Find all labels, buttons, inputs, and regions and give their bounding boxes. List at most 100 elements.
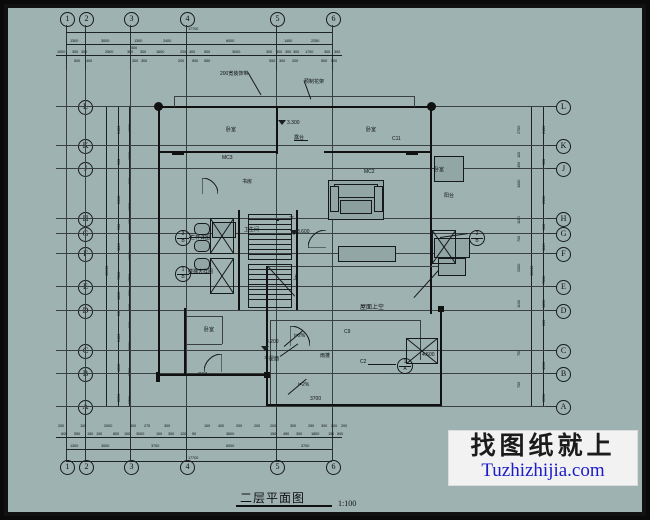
dim-chain-top-2 [66, 44, 332, 45]
dim-top4-1: 400 [86, 58, 93, 63]
grid-line-top-4 [186, 25, 187, 70]
dim-right-overall: 19600 [529, 265, 534, 276]
wall-right-mid [430, 222, 432, 314]
dim-chain-top-overall [66, 32, 332, 33]
grid-bubble-right-F[interactable]: F [556, 247, 571, 262]
dim-top2-3: 2400 [163, 38, 172, 43]
grid-bubble-top-3[interactable]: 3 [124, 12, 139, 27]
detail-callout-4[interactable]: 1 A [397, 358, 413, 374]
anno-door-mc2: MC2 [364, 169, 375, 175]
dim-bot2-4: 3700 [301, 443, 310, 448]
grid-line-bottom-5 [276, 408, 277, 460]
dim-bot3-12: 150 [270, 431, 277, 436]
dim-bot3-3: 100 [96, 431, 103, 436]
dim-top2-5: 1450 [284, 38, 293, 43]
dim-right3-3: 1000 [516, 179, 521, 188]
dim-top4-9: 200 [292, 58, 299, 63]
dim-top4-0: 500 [74, 58, 81, 63]
watermark-domain: Tuzhizhijia.com [481, 460, 605, 481]
dim-top3-8: 200 [180, 49, 187, 54]
grid-bubble-right-L[interactable]: L [556, 100, 571, 115]
anno-bedroom-4: 卧室 [434, 167, 445, 173]
detail-callout-3-top: 2 [475, 231, 479, 237]
grid-line-bottom-2 [85, 408, 86, 460]
grid-bubble-top-1[interactable]: 1 [60, 12, 75, 27]
anno-door-mc3: MC3 [222, 155, 233, 161]
column-top-left [154, 102, 163, 111]
axis-ext-E [56, 286, 546, 287]
grid-bubble-top-6[interactable]: 6 [326, 12, 341, 27]
dim-top3-12: 300 [266, 49, 273, 54]
detail-callout-2[interactable]: 1 B [175, 266, 191, 282]
anno-precast-trellis: 预制花架 [304, 79, 325, 85]
dim-bot3-9: 120 [180, 431, 187, 436]
dim-top3-4: 500 [131, 45, 138, 50]
dim-right2-7: 200 [541, 319, 546, 326]
door-swing-3 [308, 230, 326, 248]
grid-bubble-bottom-3[interactable]: 3 [124, 460, 139, 475]
grid-bubble-right-D[interactable]: D [556, 304, 571, 319]
wall-mid-v [266, 266, 268, 406]
dim-top3-2: 300 [81, 49, 88, 54]
dim-chain-right-1 [543, 106, 544, 406]
grid-bubble-right-A[interactable]: A [556, 400, 571, 415]
axis-ext-A [56, 406, 546, 407]
anno-leader-terrace [294, 140, 308, 141]
grid-bubble-right-B[interactable]: B [556, 367, 571, 382]
dim-top3-18: 300 [334, 49, 341, 54]
grid-line-top-1 [66, 25, 67, 70]
detail-callout-3[interactable]: 2 B [469, 230, 485, 246]
cad-canvas[interactable]: 1 2 3 4 5 6 17700 1300 3000 1300 2400 60… [8, 8, 642, 512]
dim-bot4-14: 200 [331, 423, 338, 428]
wall-interior-h1 [158, 151, 278, 153]
dim-top2-0: 1300 [70, 38, 79, 43]
dim-left2-2: 2000 [116, 195, 121, 204]
axis-ext-2 [85, 70, 86, 408]
grid-bubble-right-E[interactable]: E [556, 280, 571, 295]
dim-bot3-4: 800 [113, 431, 120, 436]
grid-bubble-top-5[interactable]: 5 [270, 12, 285, 27]
wall-right-lower [440, 308, 442, 406]
toilet-1 [194, 223, 210, 235]
grid-bubble-bottom-5[interactable]: 5 [270, 460, 285, 475]
grid-bubble-right-K[interactable]: K [556, 139, 571, 154]
grid-bubble-right-H[interactable]: H [556, 212, 571, 227]
dim-bot3-7: 100 [156, 431, 163, 436]
detail-callout-3-bot: B [475, 238, 479, 244]
detail-callout-2-top: 1 [181, 267, 185, 273]
dim-chain-right-2 [531, 106, 532, 406]
grid-bubble-right-G[interactable]: G [556, 227, 571, 242]
grid-bubble-bottom-4[interactable]: 4 [180, 460, 195, 475]
grid-bubble-bottom-6[interactable]: 6 [326, 460, 341, 475]
anno-stair-up: 上 [293, 275, 299, 281]
dim-right3-9: 700 [516, 381, 521, 388]
wall-right-upper [430, 106, 432, 222]
grid-bubble-top-2[interactable]: 2 [79, 12, 94, 27]
dim-right2-8: 1300 [541, 361, 546, 370]
detail-leader-4 [368, 364, 396, 365]
grid-line-top-3 [130, 25, 131, 70]
detail-callout-1[interactable]: 3 B [175, 230, 191, 246]
grid-bubble-top-4[interactable]: 4 [180, 12, 195, 27]
window-mark-4 [264, 372, 270, 378]
dim-chain-top-3 [56, 55, 342, 56]
wall-bottom-left-block [158, 374, 268, 376]
detail-callout-4-bot: A [403, 366, 407, 372]
anno-balcony: 阳台 [444, 193, 455, 199]
wall-lower-left-v [184, 308, 186, 374]
grid-bubble-bottom-1[interactable]: 1 [60, 460, 75, 475]
axis-ext-G [56, 233, 546, 234]
grid-bubble-right-J[interactable]: J [556, 162, 571, 177]
dim-bot3-15: 1800 [311, 431, 320, 436]
dim-top4-10: 500 [321, 58, 328, 63]
axis-ext-B [56, 373, 546, 374]
grid-bubble-bottom-2[interactable]: 2 [79, 460, 94, 475]
dim-bot4-10: 200 [270, 423, 277, 428]
wall-stair-left [238, 210, 240, 310]
dim-bot4-2: 2000 [104, 423, 113, 428]
coffee-table [340, 200, 372, 214]
grid-bubble-right-C[interactable]: C [556, 344, 571, 359]
window-mark-5 [438, 306, 444, 312]
stair-flight-down [248, 264, 292, 308]
